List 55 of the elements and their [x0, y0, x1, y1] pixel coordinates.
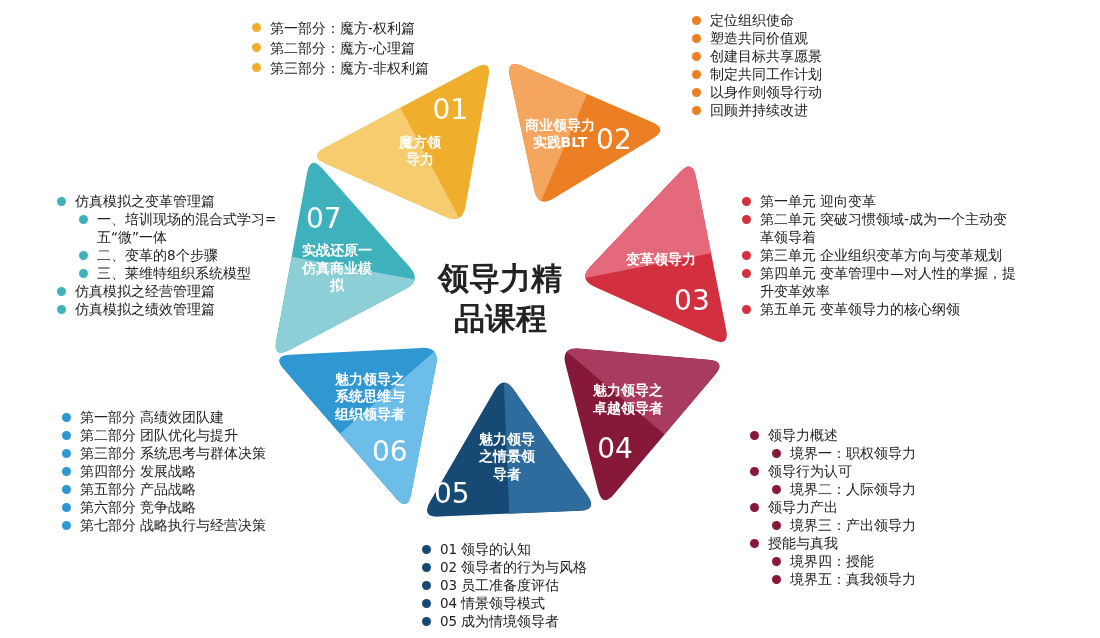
- petal-number: 03: [674, 287, 710, 315]
- bullet-item: 第一部分 高绩效团队建: [60, 408, 225, 426]
- bullet-item: 03 员工准备度评估: [420, 576, 560, 594]
- bullet-item: 塑造共同价值观: [690, 29, 808, 47]
- petal-number: 05: [433, 480, 470, 509]
- bullet-item: 第五单元 变革领导力的核心纲领: [740, 300, 961, 318]
- bullet-item: 第三部分 系统思考与群体决策: [60, 444, 267, 462]
- bullet-item: 01 领导的认知: [420, 540, 532, 558]
- title: 领导力精品课程: [436, 258, 563, 338]
- bullet-item: 领导力概述: [748, 426, 838, 444]
- petal-label: 魅力领导之系统思维与组织领导者: [334, 370, 405, 423]
- bullet-item: 境界四：授能: [770, 552, 874, 570]
- bullet-item: 第五部分 产品战略: [60, 480, 197, 498]
- bullet-item: 第二部分 团队优化与提升: [60, 426, 239, 444]
- bullet-item: 授能与真我: [748, 534, 838, 552]
- petal-label: 魅力领导之情景领导者: [477, 430, 536, 484]
- bullet-item: 境界二：人际领导力: [770, 480, 916, 498]
- bullet-item: 05 成为情境领导者: [420, 612, 560, 630]
- bullet-item: 04 情景领导模式: [420, 594, 546, 612]
- petal-number: 07: [305, 204, 342, 233]
- petal-number: 06: [372, 438, 408, 467]
- bullet-item: 境界一：职权领导力: [770, 444, 916, 462]
- petal-label: 魔方领导力: [398, 133, 442, 169]
- bullet-item: 领导力产出: [748, 498, 838, 516]
- bullet-item: 二、变革的8个步骤: [77, 246, 218, 264]
- bullet-item: 第二部分：魔方-心理篇: [250, 38, 415, 58]
- bullet-item: 02 领导者的行为与风格: [420, 558, 588, 576]
- petal-label: 魅力领导之卓越领导者: [591, 381, 664, 417]
- bullet-item: 境界五：真我领导力: [770, 570, 916, 588]
- bullet-item: 制定共同工作计划: [690, 65, 822, 83]
- petal-label: 商业领导力实践BLT: [523, 116, 596, 152]
- petal-label: 变革领导力: [625, 251, 698, 269]
- bullet-item: 第六部分 竞争战略: [60, 498, 197, 516]
- bullet-item: 三、莱维特组织系统模型: [77, 264, 251, 282]
- bullet-item: 第七部分 战略执行与经营决策: [60, 516, 267, 534]
- bullet-item: 第一单元 迎向变革: [740, 192, 877, 210]
- bullet-item: 仿真模拟之变革管理篇: [55, 192, 215, 210]
- bullet-item: 第四部分 发展战略: [60, 462, 197, 480]
- bullet-item: 回顾并持续改进: [690, 101, 808, 119]
- bullet-item: 领导行为认可: [748, 462, 852, 480]
- bullet-item: 第二单元 突破习惯领域-成为一个主动变革领导着: [740, 210, 1020, 246]
- bullet-item: 第四单元 变革管理中—对人性的掌握，提升变革效率: [740, 264, 1020, 300]
- bullet-item: 境界三：产出领导力: [770, 516, 916, 534]
- bullet-item: 定位组织使命: [690, 11, 794, 29]
- bullet-item: 第三单元 企业组织变革方向与变革规划: [740, 246, 1003, 264]
- bullet-item: 第一部分：魔方-权利篇: [250, 18, 415, 38]
- petal-number: 02: [596, 126, 632, 155]
- bullet-item: 创建目标共享愿景: [690, 47, 822, 65]
- petal-number: 01: [432, 95, 469, 124]
- bullet-item: 第三部分：魔方-非权利篇: [250, 58, 429, 78]
- bullet-item: 仿真模拟之经营管理篇: [55, 282, 215, 300]
- bullet-item: 一、培训现场的混合式学习=五“微”一体: [77, 210, 282, 246]
- bullet-item: 以身作则领导行动: [690, 83, 822, 101]
- bullet-item: 仿真模拟之绩效管理篇: [55, 300, 215, 318]
- petal-number: 04: [597, 434, 633, 463]
